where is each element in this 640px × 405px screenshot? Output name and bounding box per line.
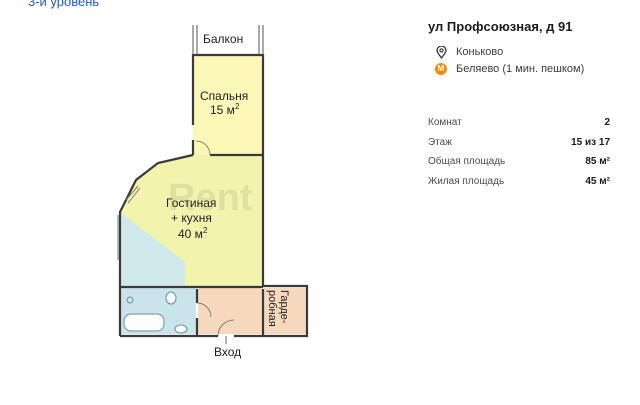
level-link[interactable]: 3-и уровень [28,0,100,9]
kitchen-area [120,212,185,286]
balcony-rail [192,25,264,55]
metro-station[interactable]: Беляево (1 мин. пешком) [456,63,585,75]
district-row: Коньково [434,45,503,59]
param-row: Жилая площадь 45 м² [428,172,610,192]
living-area-label: 40 м2 [178,226,208,241]
balcony-label: Балкон [203,32,243,46]
floor-plan: Rent Балкон Спальня 15 м2 Гостиная + кух… [117,25,309,359]
param-label: Общая площадь [428,156,506,168]
listing-params: Комнат 2 Этаж 15 из 17 Общая площадь 85 … [428,113,610,191]
listing-address: ул Профсоюзная, д 91 [428,19,573,34]
param-label: Этаж [428,136,452,148]
metro-row: М Беляево (1 мин. пешком) [434,62,584,76]
param-row: Этаж 15 из 17 [428,133,610,153]
location-pin-icon [434,45,448,59]
watermark: Rent [168,177,253,219]
bathroom-fixtures [123,291,188,334]
bedroom-label: Спальня [200,89,248,103]
living-label-2: + кухня [171,211,212,225]
param-row: Комнат 2 [428,113,610,133]
walls [118,53,309,338]
bedroom-area [193,55,263,155]
hall-area [198,288,262,334]
door-arcs [195,140,235,337]
param-value: 45 м² [585,175,610,187]
param-value: 2 [604,117,610,129]
windows [117,185,141,260]
param-label: Жилая площадь [428,175,505,187]
param-value: 15 из 17 [571,136,610,148]
metro-icon: М [434,62,448,76]
metro-icon-letter: М [435,63,447,75]
wardrobe-label-1: Гарде- [278,290,290,324]
entrance-label: Вход [214,345,241,359]
district-name[interactable]: Коньково [456,46,504,58]
wardrobe-label-2: робная [266,290,278,327]
param-label: Комнат [428,117,462,129]
param-row: Общая площадь 85 м² [428,152,610,172]
living-label-1: Гостиная [166,196,216,210]
param-value: 85 м² [585,156,610,168]
bedroom-area-label: 15 м2 [210,102,240,117]
wardrobe-area [264,288,306,334]
